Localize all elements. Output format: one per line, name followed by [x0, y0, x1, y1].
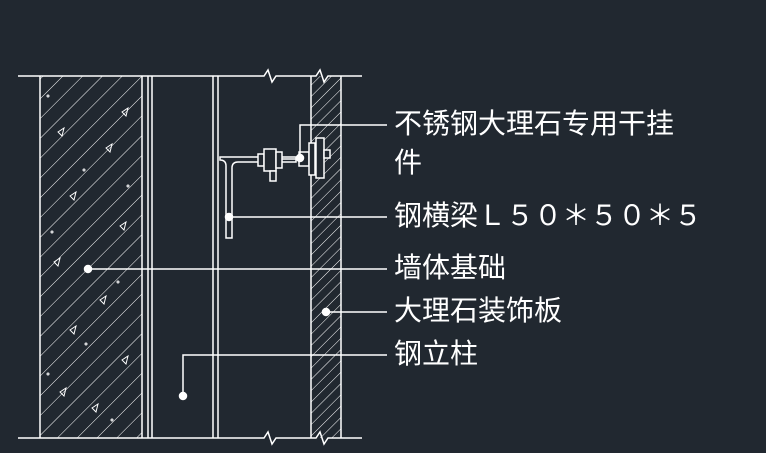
label-steel-column: 钢立柱 — [394, 337, 479, 370]
leader-hanger — [299, 124, 387, 158]
leader-column-dot — [178, 391, 188, 401]
leader-lines — [83, 124, 387, 401]
concrete-aggregate-marks — [46, 94, 130, 422]
leader-hanger-dot — [295, 153, 305, 163]
stainless-hanger — [257, 137, 331, 182]
leader-column — [182, 354, 387, 396]
label-hanger-line2: 件 — [394, 146, 423, 179]
leader-wall-dot — [83, 264, 93, 274]
label-marble-panel: 大理石装饰板 — [394, 294, 563, 327]
steel-column — [147, 76, 219, 438]
steel-angle-beam — [219, 156, 297, 239]
wall-foundation — [39, 76, 143, 438]
label-wall-base: 墙体基础 — [394, 251, 507, 284]
marble-panel — [310, 76, 342, 438]
label-hanger-line1: 不锈钢大理石专用干挂 — [394, 107, 675, 140]
leader-beam-dot — [224, 212, 234, 222]
leader-marble-dot — [321, 307, 331, 317]
label-steel-beam: 钢横梁Ｌ５０＊５０＊５ — [394, 199, 703, 232]
